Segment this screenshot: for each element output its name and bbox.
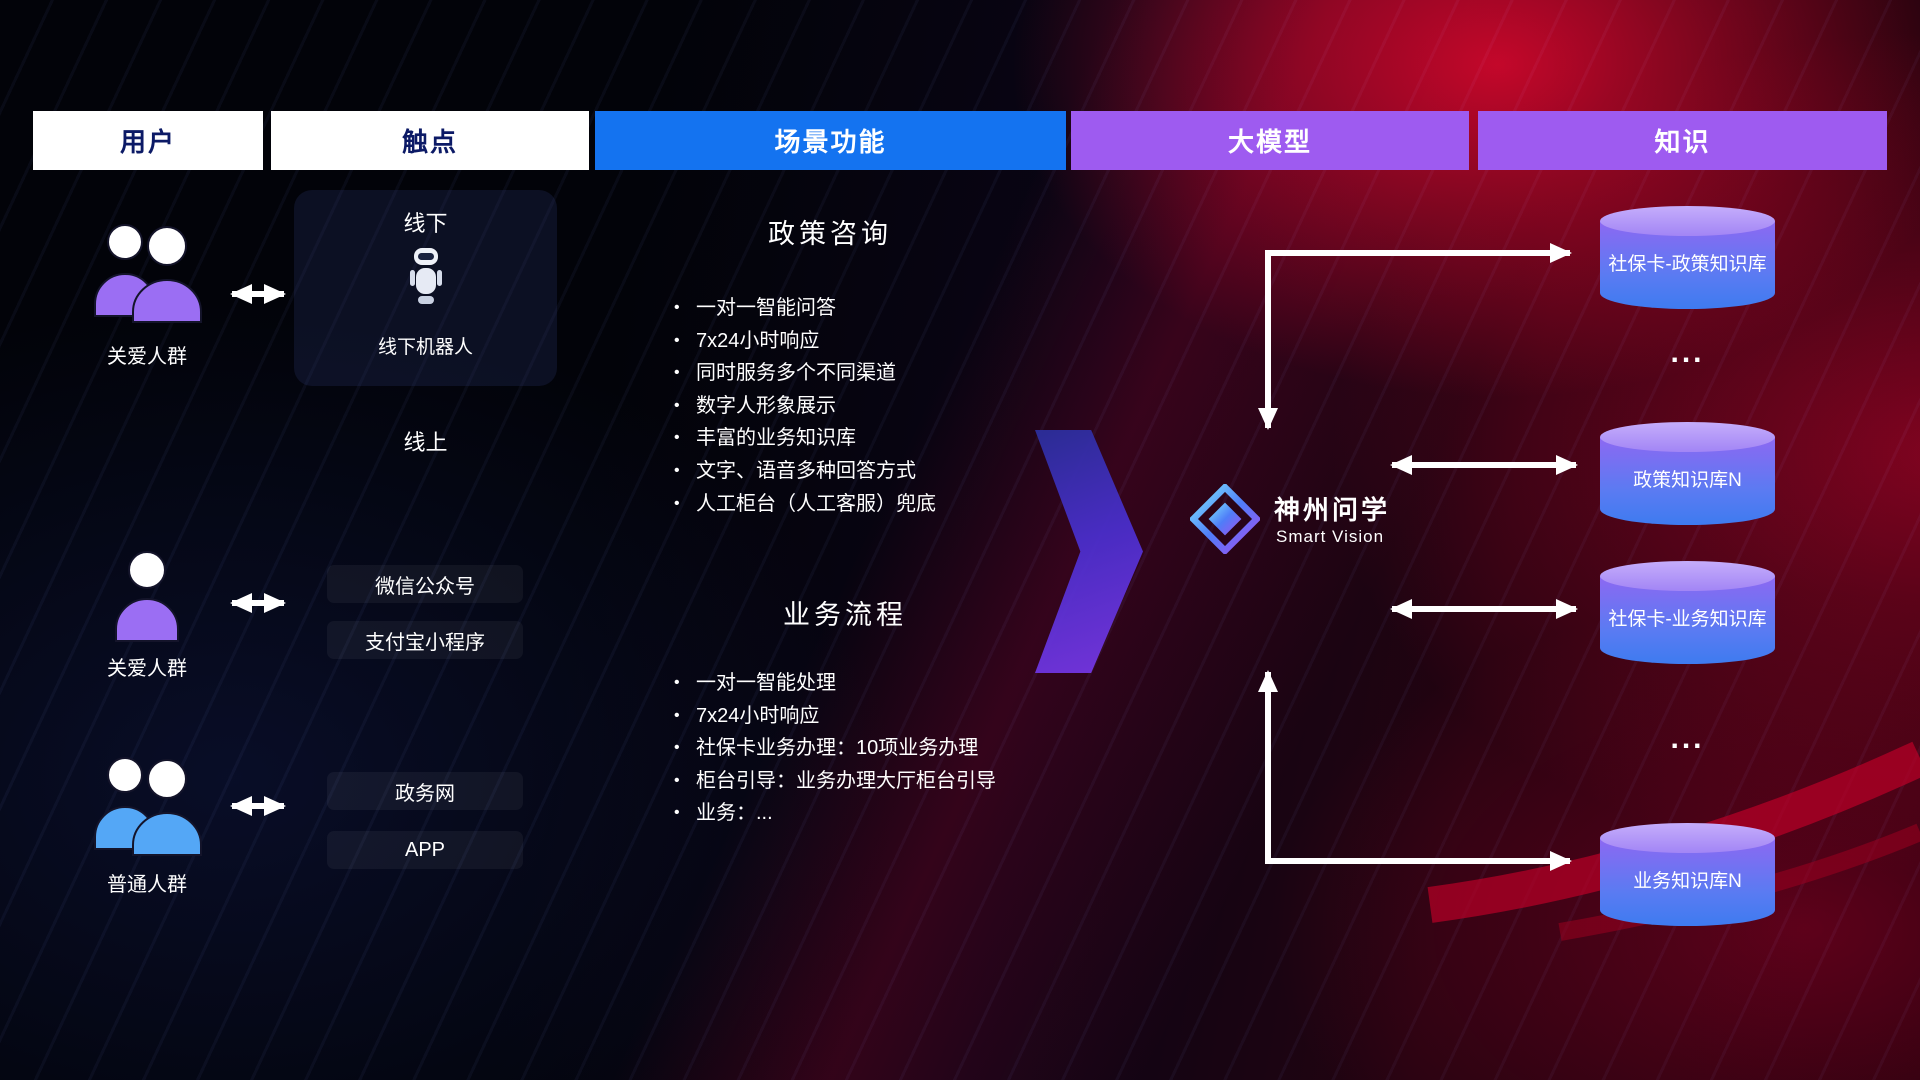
model-name: 神州问学 [1274, 495, 1391, 525]
bullet-item: 一对一智能处理 [672, 667, 996, 700]
ellipsis-bottom: ... [1670, 722, 1705, 755]
user-single-purple-icon [115, 551, 179, 642]
cylinder-top [1600, 206, 1775, 236]
offline-title: 线下 [403, 211, 448, 236]
knowledge-db-business-shebaoka: 社保卡-业务知识库 [1600, 561, 1775, 664]
knowledge-db-policy-shebaoka: 社保卡-政策知识库 [1600, 206, 1775, 309]
header-scenario-label: 场景功能 [774, 127, 887, 157]
bullet-item: 同时服务多个不同渠道 [672, 357, 936, 390]
header-knowledge: 知识 [1478, 111, 1887, 170]
knowledge-db-label: 社保卡-业务知识库 [1608, 608, 1767, 630]
channel-wechat: 微信公众号 [327, 565, 523, 603]
channel-app: APP [327, 831, 523, 869]
scenario-policy-title: 政策咨询 [768, 219, 892, 249]
channel-alipay: 支付宝小程序 [327, 621, 523, 659]
cylinder-top [1600, 823, 1775, 853]
offline-robot-label: 线下机器人 [377, 337, 473, 358]
offline-touchpoint-panel: 线下 线下机器人 [294, 190, 557, 386]
bullet-item: 柜台引导：业务办理大厅柜台引导 [672, 765, 996, 798]
bullet-item: 文字、语音多种回答方式 [672, 455, 936, 488]
knowledge-db-policy-n: 政策知识库N [1600, 422, 1775, 525]
user-group1-label: 关爱人群 [107, 346, 187, 368]
scenario-policy-bullets: 一对一智能问答 7x24小时响应 同时服务多个不同渠道 数字人形象展示 丰富的业… [672, 292, 936, 520]
cylinder-top [1600, 561, 1775, 591]
bullet-item: 7x24小时响应 [672, 325, 936, 358]
scenario-process-bullets: 一对一智能处理 7x24小时响应 社保卡业务办理：10项业务办理 柜台引导：业务… [672, 667, 996, 830]
channel-gov-web: 政务网 [327, 772, 523, 810]
cylinder-top [1600, 422, 1775, 452]
knowledge-db-business-n: 业务知识库N [1600, 823, 1775, 926]
header-model-label: 大模型 [1227, 127, 1312, 157]
smart-vision-logo-icon [1190, 484, 1260, 554]
bullet-item: 人工柜台（人工客服）兜底 [672, 488, 936, 521]
bullet-item: 一对一智能问答 [672, 292, 936, 325]
header-knowledge-label: 知识 [1654, 127, 1711, 157]
knowledge-db-label: 社保卡-政策知识库 [1608, 253, 1767, 275]
header-scenario: 场景功能 [595, 111, 1066, 170]
robot-icon [409, 248, 442, 304]
header-touchpoint: 触点 [271, 111, 589, 170]
bullet-item: 社保卡业务办理：10项业务办理 [672, 732, 996, 765]
bullet-item: 7x24小时响应 [672, 700, 996, 733]
header-model: 大模型 [1071, 111, 1469, 170]
knowledge-db-label: 业务知识库N [1633, 870, 1742, 892]
bullet-item: 数字人形象展示 [672, 390, 936, 423]
ellipsis-top: ... [1670, 336, 1705, 369]
header-user: 用户 [33, 111, 263, 170]
model-subtitle: Smart Vision [1276, 527, 1385, 546]
user-group2-label: 关爱人群 [107, 658, 187, 680]
header-touchpoint-label: 触点 [401, 127, 458, 157]
bullet-item: 业务：... [672, 797, 996, 830]
user-group-blue-icon [94, 757, 202, 856]
user-group-purple-icon [94, 224, 202, 323]
header-user-label: 用户 [119, 127, 176, 157]
online-title: 线上 [403, 430, 448, 455]
scenario-process-title: 业务流程 [783, 600, 907, 630]
user-group3-label: 普通人群 [107, 874, 187, 896]
bullet-item: 丰富的业务知识库 [672, 422, 936, 455]
knowledge-db-label: 政策知识库N [1633, 469, 1742, 491]
